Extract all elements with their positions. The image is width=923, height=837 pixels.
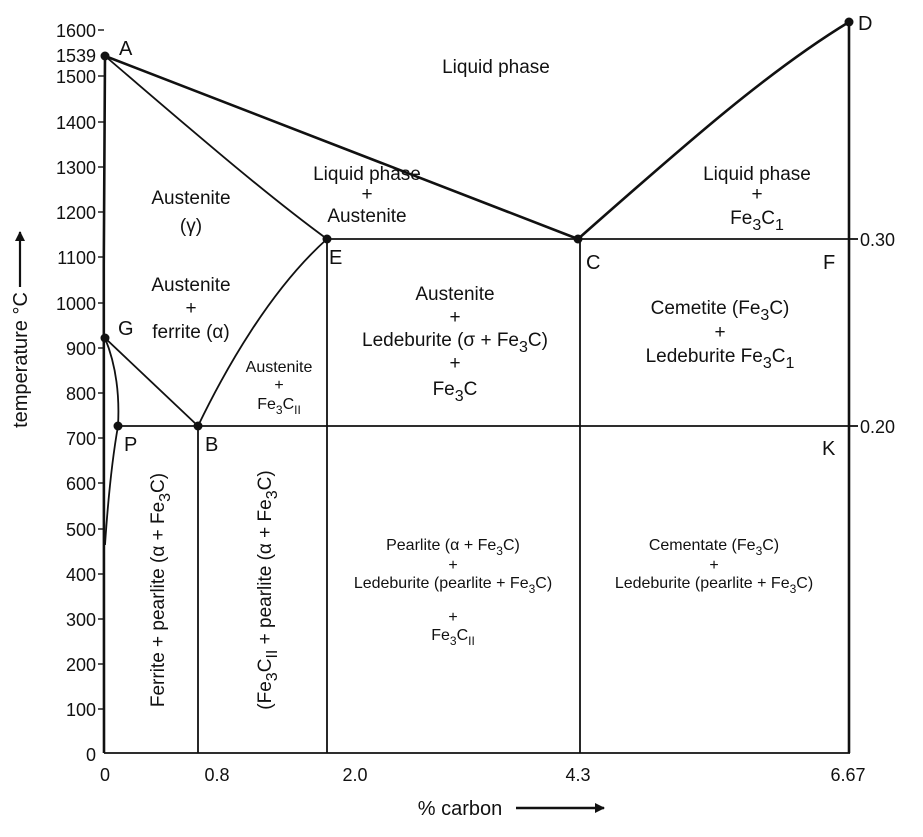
region-cementite-ledeburite-plus: + <box>714 322 725 343</box>
y-tick-800: 800 <box>66 384 96 404</box>
region-liquid-austenite-line2: Austenite <box>327 206 406 227</box>
y-tick-1539: 1539 <box>56 46 96 66</box>
region-cementite-ledeburite: Cemetite (Fe3C) + Ledeburite Fe3C1 <box>646 298 795 372</box>
ferrite-solvus-line <box>104 425 119 546</box>
region-liquid-fe3c-line2: Fe3C1 <box>730 208 784 234</box>
solidus-line <box>104 55 328 240</box>
y-tick-400: 400 <box>66 565 96 585</box>
region-austenite-ledeburite-line1: Austenite <box>415 284 494 305</box>
region-liquid-fe3c-plus: + <box>751 184 762 205</box>
acm-line <box>197 238 328 427</box>
y-axis-label: temperature °C <box>10 292 32 428</box>
region-austenite: Austenite (γ) <box>151 188 230 237</box>
region-cementate-ledeburite-line2: Ledeburite (pearlite + Fe3C) <box>615 575 813 596</box>
gp-line <box>104 337 120 427</box>
y-tick-1100: 1100 <box>57 248 96 268</box>
region-austenite-fe3c2-line2: Fe3CII <box>257 396 301 417</box>
y-tick-300: 300 <box>66 610 96 630</box>
y-tick-1200: 1200 <box>56 203 96 223</box>
y-tick-marks <box>98 29 104 710</box>
y-tick-100: 100 <box>66 700 96 720</box>
region-liquid-austenite-plus: + <box>361 184 372 205</box>
right-label-upper: 0.30 <box>860 230 895 250</box>
region-austenite-line1: Austenite <box>151 188 230 209</box>
y-tick-700: 700 <box>66 429 96 449</box>
region-liquid-austenite-line1: Liquid phase <box>313 164 421 185</box>
point-e-dot <box>322 234 332 244</box>
region-austenite-ferrite-plus: + <box>185 298 196 319</box>
region-austenite-ferrite: Austenite + ferrite (α) <box>151 275 230 343</box>
region-pearlite-ledeburite-plus1: + <box>448 557 457 574</box>
region-cementate-ledeburite-line1: Cementate (Fe3C) <box>649 537 779 558</box>
region-austenite-fe3c2-line1: Austenite <box>246 359 313 376</box>
point-labels: A D E C F G P B K <box>118 13 872 460</box>
region-pearlite-ledeburite-line1: Pearlite (α + Fe3C) <box>386 537 520 558</box>
point-a-dot <box>100 51 110 61</box>
y-tick-500: 500 <box>66 520 96 540</box>
y-tick-labels: 1600 1539 1500 1400 1300 1200 1100 1000 … <box>56 21 96 765</box>
region-austenite-ferrite-line1: Austenite <box>151 275 230 296</box>
region-liquid: Liquid phase <box>442 57 550 78</box>
x-tick-0: 0 <box>100 765 110 785</box>
y-tick-1400: 1400 <box>56 113 96 133</box>
region-pearlite-ledeburite-plus2: + <box>448 609 457 626</box>
y-tick-900: 900 <box>66 339 96 359</box>
point-d-dot <box>844 17 854 27</box>
region-austenite-ledeburite-line3: Fe3C <box>433 379 478 405</box>
point-p-label: P <box>124 434 137 456</box>
key-points <box>100 17 854 431</box>
point-c-label: C <box>586 252 600 274</box>
region-austenite-ledeburite-plus1: + <box>449 307 460 328</box>
point-g-dot <box>100 333 110 343</box>
region-austenite-ledeburite: Austenite + Ledeburite (σ + Fe3C) + Fe3C <box>362 284 548 405</box>
y-tick-0: 0 <box>86 745 96 765</box>
region-pearlite-ledeburite-line3: Fe3CII <box>431 627 475 648</box>
x-tick-6.67: 6.67 <box>830 765 865 785</box>
region-liquid-fe3c: Liquid phase + Fe3C1 <box>703 164 811 234</box>
right-label-lower: 0.20 <box>860 417 895 437</box>
region-austenite-ledeburite-plus2: + <box>449 353 460 374</box>
point-k-label: K <box>822 438 836 460</box>
region-austenite-fe3c2-plus: + <box>274 377 283 394</box>
region-austenite-ferrite-line2: ferrite (α) <box>152 322 229 343</box>
liquidus-left-line <box>104 54 579 241</box>
point-p-dot <box>113 421 123 431</box>
y-axis-line <box>102 54 107 754</box>
region-pearlite-ledeburite-line2: Ledeburite (pearlite + Fe3C) <box>354 575 552 596</box>
point-b-dot <box>193 421 203 431</box>
point-g-label: G <box>118 318 134 340</box>
region-liquid-austenite: Liquid phase + Austenite <box>313 164 421 227</box>
liquidus-right-line <box>577 20 850 240</box>
region-cementate-ledeburite-plus: + <box>709 557 718 574</box>
point-d-label: D <box>858 13 872 35</box>
region-austenite-ledeburite-line2: Ledeburite (σ + Fe3C) <box>362 330 548 356</box>
point-c-dot <box>573 234 583 244</box>
x-tick-4.3: 4.3 <box>565 765 590 785</box>
y-tick-200: 200 <box>66 655 96 675</box>
point-f-label: F <box>823 252 835 274</box>
region-austenite-fe3c2: Austenite + Fe3CII <box>246 359 313 417</box>
y-tick-600: 600 <box>66 474 96 494</box>
y-tick-1300: 1300 <box>56 158 96 178</box>
point-a-label: A <box>119 38 133 60</box>
region-fe3c-pearlite: (Fe3CII + pearlite (α + Fe3C) <box>255 470 281 709</box>
region-cementite-ledeburite-line2: Ledeburite Fe3C1 <box>646 346 795 372</box>
x-tick-0.8: 0.8 <box>204 765 229 785</box>
region-austenite-line2: (γ) <box>180 216 202 237</box>
region-cementite-ledeburite-line1: Cemetite (Fe3C) <box>651 298 790 324</box>
y-tick-1000: 1000 <box>56 294 96 314</box>
y-tick-1600: 1600 <box>56 21 96 41</box>
region-liquid-fe3c-line1: Liquid phase <box>703 164 811 185</box>
a3-line <box>104 337 199 427</box>
x-tick-2.0: 2.0 <box>342 765 367 785</box>
y-tick-1500: 1500 <box>56 67 96 87</box>
point-b-label: B <box>205 434 218 456</box>
point-e-label: E <box>329 247 342 269</box>
region-pearlite-ledeburite: Pearlite (α + Fe3C) + Ledeburite (pearli… <box>354 537 552 648</box>
x-tick-labels: 0 0.8 2.0 4.3 6.67 <box>100 765 866 785</box>
x-axis-label: % carbon <box>418 798 503 820</box>
region-cementate-ledeburite: Cementate (Fe3C) + Ledeburite (pearlite … <box>615 537 813 596</box>
region-ferrite-pearlite: Ferrite + pearlite (α + Fe3C) <box>148 473 174 707</box>
